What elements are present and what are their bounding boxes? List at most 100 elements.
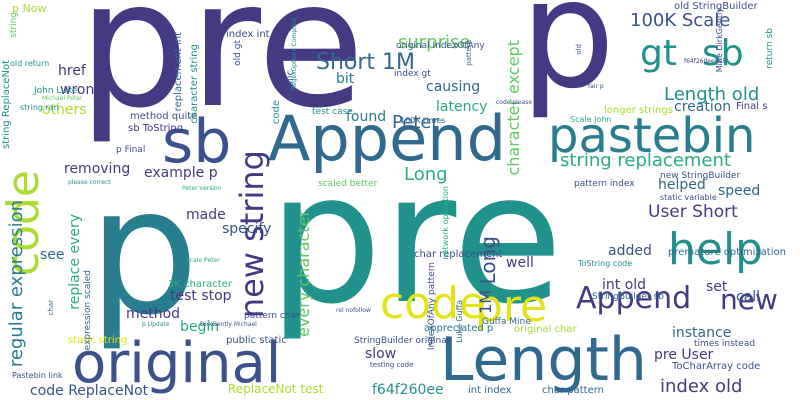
cloud-word: network operation [441, 186, 450, 260]
cloud-word: rel nofollow [336, 307, 371, 314]
cloud-word: f64f260ee rel [684, 58, 725, 65]
cloud-word: string replacement [560, 150, 731, 171]
cloud-word: 3K character [168, 279, 232, 290]
cloud-word: begin [180, 319, 220, 335]
cloud-word: static string [68, 335, 128, 346]
cloud-word: gt [640, 33, 677, 74]
cloud-word: Short 1M [316, 50, 416, 75]
cloud-word: char pattern [542, 385, 604, 396]
cloud-word: Scale Peter [186, 257, 220, 264]
cloud-word: pre User [654, 347, 714, 363]
cloud-word: expression scaled [83, 270, 93, 351]
cloud-word: return sb [765, 28, 775, 69]
cloud-word: DirkGently Michael [200, 321, 257, 328]
cloud-word: p [88, 151, 200, 354]
cloud-word: Peter version [182, 185, 222, 192]
cloud-word: Length [440, 325, 647, 395]
cloud-word: old return [10, 59, 50, 68]
cloud-word: John Luke [34, 86, 78, 96]
cloud-word: see [40, 247, 65, 263]
cloud-word: causing [426, 79, 481, 95]
cloud-word: scaled better [318, 179, 378, 189]
cloud-word: testing code [370, 361, 414, 369]
cloud-word: added [608, 243, 652, 259]
cloud-word: surprise [398, 32, 471, 53]
cloud-word: Long [404, 164, 448, 185]
cloud-word: public static [226, 335, 287, 346]
cloud-word: bit [336, 71, 355, 87]
cloud-word: Length old [664, 84, 760, 105]
cloud-word: help [668, 224, 764, 275]
cloud-word: premature optimization [668, 247, 786, 258]
cloud-word: int old [602, 277, 647, 293]
cloud-word: instance [672, 325, 732, 341]
cloud-word: f64f260ee [372, 382, 444, 398]
cloud-word: replace every [67, 214, 83, 310]
cloud-word: Append [268, 102, 506, 175]
cloud-word: index int [226, 29, 270, 40]
cloud-word: method quite [130, 111, 198, 122]
cloud-word: longer strings [604, 105, 673, 116]
cloud-word: old [575, 44, 583, 55]
cloud-word: others [42, 102, 87, 118]
cloud-word: original char [514, 324, 577, 335]
cloud-word: old StringBuilder [674, 1, 758, 12]
cloud-word: index old [660, 376, 743, 397]
cloud-word: new [720, 283, 778, 316]
cloud-word: creation [674, 99, 732, 115]
cloud-word: char [47, 300, 55, 316]
cloud-word: string ReplaceNot [1, 60, 12, 149]
cloud-word: latency [436, 99, 488, 115]
cloud-word: appreciated p [424, 323, 494, 334]
cloud-word: ToString code [578, 259, 633, 268]
cloud-word: Scale John [570, 115, 612, 124]
cloud-word: User Short [648, 202, 738, 222]
cloud-word: sb [702, 33, 744, 74]
cloud-word: static variable [660, 193, 717, 202]
cloud-word: call [736, 289, 761, 305]
cloud-word: char replacement [414, 249, 503, 260]
cloud-word: string [9, 12, 19, 38]
cloud-word: p Final [116, 145, 146, 155]
cloud-word: removing [64, 161, 131, 177]
cloud-word: replacement int [173, 32, 184, 112]
cloud-word: set [706, 279, 728, 295]
cloud-word: 100K times [400, 116, 446, 125]
cloud-word: Michael Peter [42, 95, 83, 102]
cloud-word: Guffa Mine [482, 317, 531, 327]
cloud-word: Pastebin link [12, 371, 63, 380]
cloud-word: pastebin [548, 108, 756, 164]
cloud-word: pre [78, 0, 365, 147]
cloud-word: Peter [392, 112, 439, 133]
cloud-word: regular expression [6, 200, 27, 368]
cloud-word: wrong [60, 82, 104, 98]
cloud-word: sb [162, 107, 232, 177]
cloud-word: Append [576, 281, 692, 316]
cloud-word: slow [365, 346, 397, 362]
cloud-word: sb ToString [128, 123, 184, 134]
cloud-word: Long [476, 236, 500, 285]
cloud-word: found [346, 109, 387, 125]
cloud-word: character string [189, 44, 200, 124]
cloud-word: new StringBuilder [660, 171, 741, 181]
cloud-word: code ReplaceNot [30, 383, 149, 399]
cloud-word: code [271, 100, 282, 125]
cloud-word: ReplaceNot test [228, 382, 324, 396]
cloud-word: made [186, 207, 226, 223]
cloud-word: p [520, 0, 616, 122]
cloud-word: Final s [736, 101, 768, 112]
cloud-word: specify [222, 221, 272, 237]
cloud-word: StringBuilder sb [592, 292, 664, 302]
cloud-word: well [506, 255, 534, 271]
cloud-word: StringBuilder original [354, 336, 450, 346]
cloud-word: string ran [20, 103, 59, 112]
cloud-word: please correct [68, 179, 111, 186]
cloud-word: method [126, 306, 181, 322]
cloud-word: index gt [394, 69, 431, 79]
cloud-word: times instead [694, 339, 756, 349]
cloud-word: href [58, 63, 86, 79]
cloud-word: helped [658, 177, 706, 193]
cloud-word: example p [144, 165, 218, 181]
cloud-word: p Now [12, 2, 47, 15]
